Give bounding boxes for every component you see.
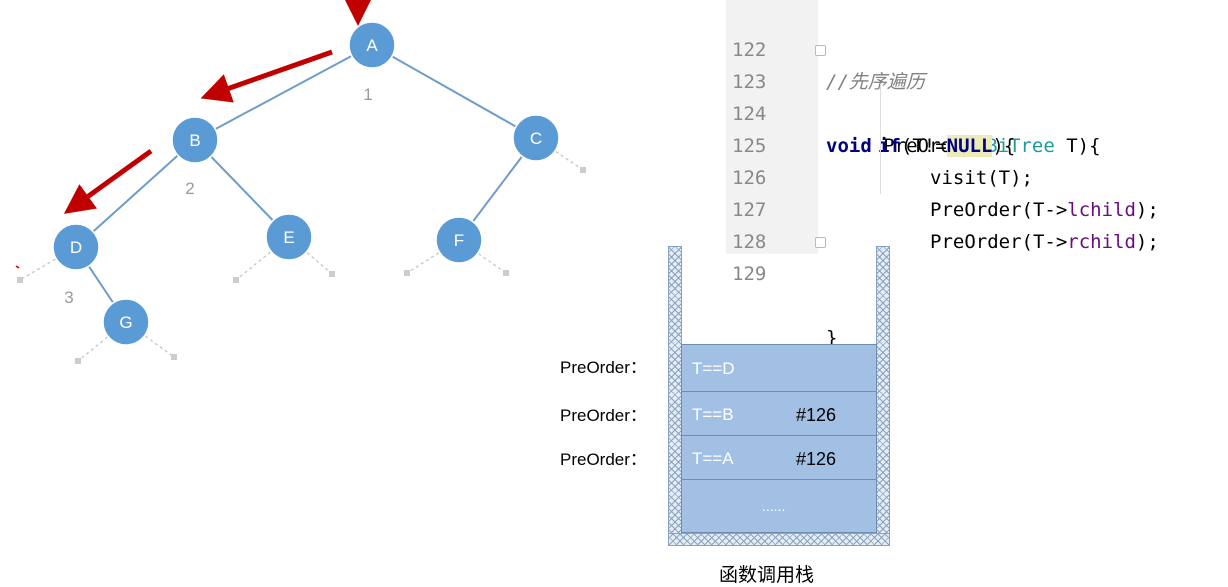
code-line-124: 124 if(T!=NULL){ xyxy=(726,66,1228,157)
tree-node-G: G xyxy=(102,298,150,346)
code-line-127: 127 PreOrder(T->rchild); xyxy=(726,162,1228,253)
tree-edge-B-D xyxy=(75,139,196,248)
tree-node-B: B xyxy=(171,116,219,164)
null-child-marker xyxy=(233,277,239,283)
code-editor: 122 //先序遍历 123 void PreOrder(BiTree T){ … xyxy=(726,0,1228,349)
fold-icon[interactable] xyxy=(815,237,826,248)
code-line-128: 128 } xyxy=(726,194,1228,285)
frame-label: PreOrder： xyxy=(560,406,647,425)
node-label: D xyxy=(70,238,82,257)
null-child-marker xyxy=(171,354,177,360)
binary-tree-diagram: A B C D E F G 1 2 3 xyxy=(15,0,586,364)
code-line-129: 129 } xyxy=(726,226,1228,349)
comment-preorder: //先序遍历 xyxy=(826,71,925,93)
node-label: F xyxy=(454,231,464,250)
null-child-stub xyxy=(77,321,127,362)
frame-return: #126 xyxy=(796,449,837,469)
tree-node-F: F xyxy=(435,216,483,264)
null-child-stub xyxy=(406,239,460,274)
frame-param: T==A xyxy=(692,449,734,468)
node-circle xyxy=(171,116,219,164)
frame-label: PreOrder： xyxy=(560,358,647,377)
frame-param: T==D xyxy=(692,359,735,378)
line-number: 125 xyxy=(732,135,767,157)
stack-caption: 函数调用栈 xyxy=(719,565,815,586)
line-number: 128 xyxy=(732,231,767,253)
traversal-arrow xyxy=(15,265,20,269)
code-line-123: 123 void PreOrder(BiTree T){ xyxy=(726,34,1228,157)
code-line-122: 122 //先序遍历 xyxy=(726,2,1228,93)
function-close-brace: } xyxy=(826,327,838,349)
code-line-126: 126 PreOrder(T->lchild); xyxy=(726,130,1228,221)
node-circle xyxy=(102,298,150,346)
node-circle xyxy=(52,223,100,271)
node-label: E xyxy=(283,228,294,247)
stack-frame-a: T==A #126 xyxy=(681,435,877,480)
null-child-marker xyxy=(580,167,586,173)
line-number: 126 xyxy=(732,167,767,189)
stack-frame-b: T==B #126 xyxy=(681,391,877,436)
node-label: A xyxy=(366,36,378,55)
null-child-stub xyxy=(125,321,175,358)
null-child-stub xyxy=(19,246,77,281)
step-number: 2 xyxy=(185,179,194,198)
lchild-call: PreOrder(T->lchild); xyxy=(930,199,1159,221)
null-child-marker xyxy=(75,358,81,364)
node-circle xyxy=(512,114,560,162)
visit-call: visit(T); xyxy=(930,167,1033,189)
null-child-stub xyxy=(235,236,290,281)
traversal-arrow xyxy=(63,148,153,214)
node-label: C xyxy=(530,129,542,148)
line-number: 122 xyxy=(732,39,767,61)
null-child-marker xyxy=(17,277,23,283)
node-circle xyxy=(265,213,313,261)
node-circle xyxy=(348,21,396,69)
fold-icon[interactable] xyxy=(815,45,826,56)
tree-node-E: E xyxy=(265,213,313,261)
null-child-marker xyxy=(404,270,410,276)
tree-node-C: C xyxy=(512,114,560,162)
tree-node-D: D xyxy=(52,223,100,271)
stack-wall-right xyxy=(876,246,890,546)
frame-param: T==B xyxy=(692,405,734,424)
null-child-marker xyxy=(503,270,509,276)
stack-frame-d: T==D xyxy=(681,344,877,392)
frame-label: PreOrder： xyxy=(560,450,647,469)
node-label: B xyxy=(189,131,200,150)
stack-frame-bottom: ...... xyxy=(681,479,877,533)
line-number-gutter xyxy=(726,0,818,254)
null-child-marker xyxy=(329,271,335,277)
step-number: 1 xyxy=(363,85,372,104)
stack-ellipsis: ...... xyxy=(762,498,786,514)
tree-edge-A-C xyxy=(371,44,537,139)
traversal-arrow xyxy=(200,49,333,103)
frame-return: #126 xyxy=(796,405,837,425)
stack-wall-bottom xyxy=(668,533,890,546)
tree-node-A: A xyxy=(348,21,396,69)
node-label: G xyxy=(119,313,132,332)
step-number: 3 xyxy=(64,288,73,307)
indent-guide xyxy=(880,84,881,194)
line-number: 127 xyxy=(732,199,767,221)
line-number: 129 xyxy=(732,263,767,285)
tree-edge-A-B xyxy=(194,44,373,141)
line-number: 123 xyxy=(732,71,767,93)
if-statement: if(T!=NULL){ xyxy=(878,135,1016,157)
rchild-call: PreOrder(T->rchild); xyxy=(930,231,1159,253)
line-number: 124 xyxy=(732,103,767,125)
code-line-125: 125 visit(T); xyxy=(726,98,1228,189)
stack-wall-left xyxy=(668,246,682,546)
node-circle xyxy=(435,216,483,264)
